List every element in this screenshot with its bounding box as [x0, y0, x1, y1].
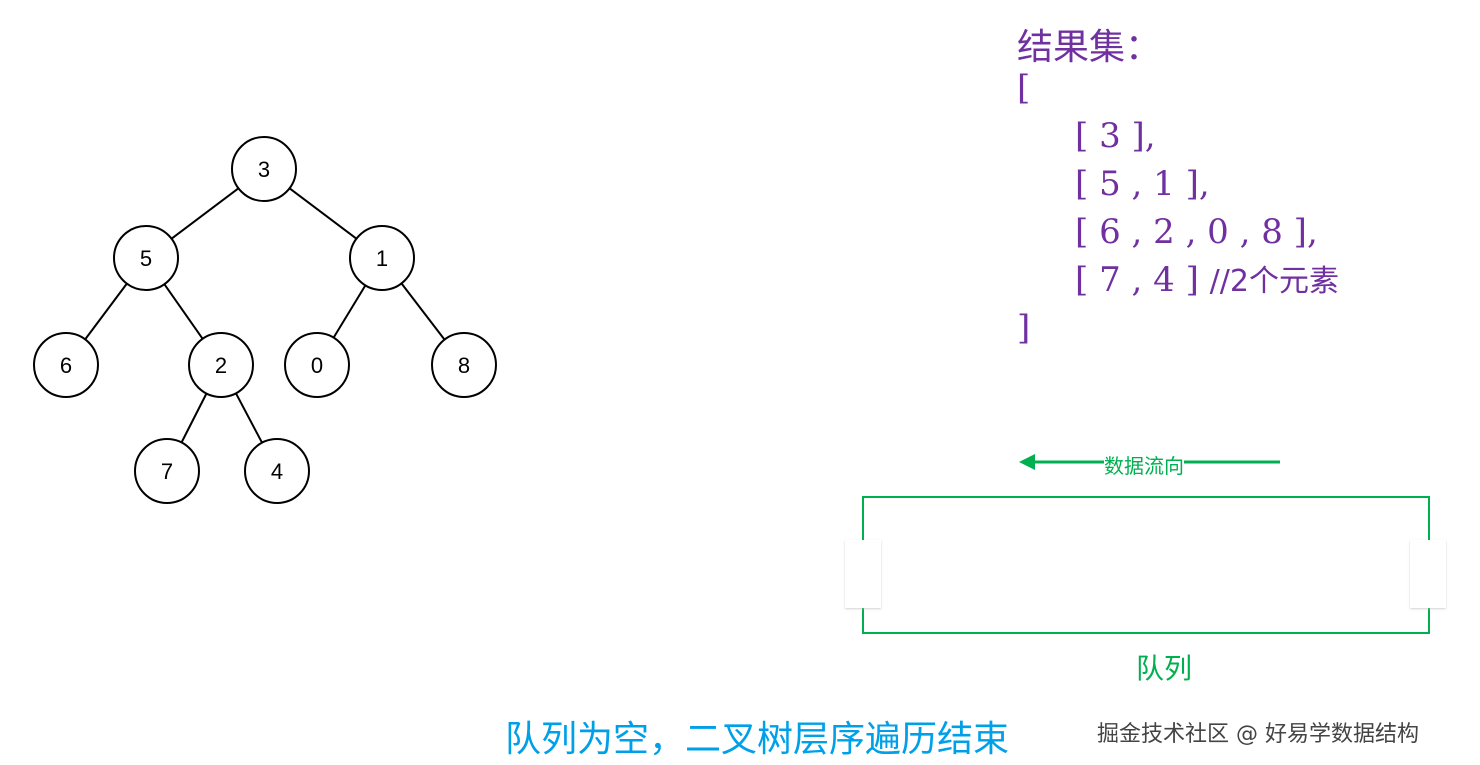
result-row-text: [ 5 , 1 ], [1075, 164, 1210, 204]
flow-arrow-head-icon [1019, 454, 1035, 470]
tree-node: 2 [188, 332, 254, 398]
tree-node: 1 [349, 225, 415, 291]
tree-edge [163, 283, 204, 340]
queue-box [862, 496, 1430, 634]
result-close-bracket: ] [1017, 308, 1031, 348]
binary-tree: 3 5 1 6 2 0 8 7 4 [33, 136, 497, 504]
tree-node-circle [134, 438, 200, 504]
watermark: 掘金技术社区 @ 好易学数据结构 [1097, 722, 1419, 747]
tree-edge [235, 392, 263, 444]
tree-node-circle [113, 225, 179, 291]
status-message: 队列为空，二叉树层序遍历结束 [505, 719, 1010, 760]
result-row: [ 7 , 4 ] //2个元素 [1075, 256, 1339, 306]
result-row: [ 3 ], [1075, 112, 1156, 160]
result-row-text: [ 7 , 4 ] [1075, 260, 1210, 300]
tree-node: 3 [231, 136, 297, 202]
tree-edge [84, 283, 128, 340]
result-row-comment: //2个元素 [1209, 264, 1339, 299]
tree-node-circle [33, 332, 99, 398]
tree-nodes: 3 5 1 6 2 0 8 7 4 [33, 136, 497, 504]
tree-node-label: 6 [60, 353, 72, 378]
tree-node-label: 4 [271, 459, 283, 484]
result-open-bracket: [ [1017, 68, 1031, 108]
tree-node-circle [349, 225, 415, 291]
result-row-text: [ 3 ], [1075, 116, 1156, 156]
tree-node-circle [244, 438, 310, 504]
tree-node: 4 [244, 438, 310, 504]
tree-node-label: 1 [376, 246, 388, 271]
tree-node-label: 8 [458, 353, 470, 378]
data-flow-label: 数据流向 [1104, 450, 1184, 479]
tree-node-circle [188, 332, 254, 398]
tree-node: 6 [33, 332, 99, 398]
tree-node-label: 0 [311, 353, 323, 378]
tree-node-circle [284, 332, 350, 398]
tree-node: 0 [284, 332, 350, 398]
queue-opening-left [845, 540, 881, 608]
tree-node-label: 2 [215, 353, 227, 378]
tree-edge [170, 187, 240, 240]
tree-node: 8 [431, 332, 497, 398]
queue-label: 队列 [1136, 652, 1193, 685]
result-row: [ 5 , 1 ], [1075, 160, 1210, 208]
tree-node: 5 [113, 225, 179, 291]
tree-node-label: 7 [161, 459, 173, 484]
queue-opening-right [1410, 540, 1446, 608]
tree-node-label: 3 [258, 157, 270, 182]
tree-edge [400, 282, 446, 341]
tree-edge [288, 187, 358, 240]
result-row-text: [ 6 , 2 , 0 , 8 ], [1075, 212, 1318, 252]
tree-node-label: 5 [140, 246, 152, 271]
tree-node-circle [231, 136, 297, 202]
result-set-title: 结果集： [1017, 27, 1162, 68]
tree-edge [332, 284, 367, 339]
result-row: [ 6 , 2 , 0 , 8 ], [1075, 208, 1318, 256]
tree-node: 7 [134, 438, 200, 504]
tree-edge [180, 393, 208, 443]
tree-node-circle [431, 332, 497, 398]
tree-edges [84, 187, 446, 444]
